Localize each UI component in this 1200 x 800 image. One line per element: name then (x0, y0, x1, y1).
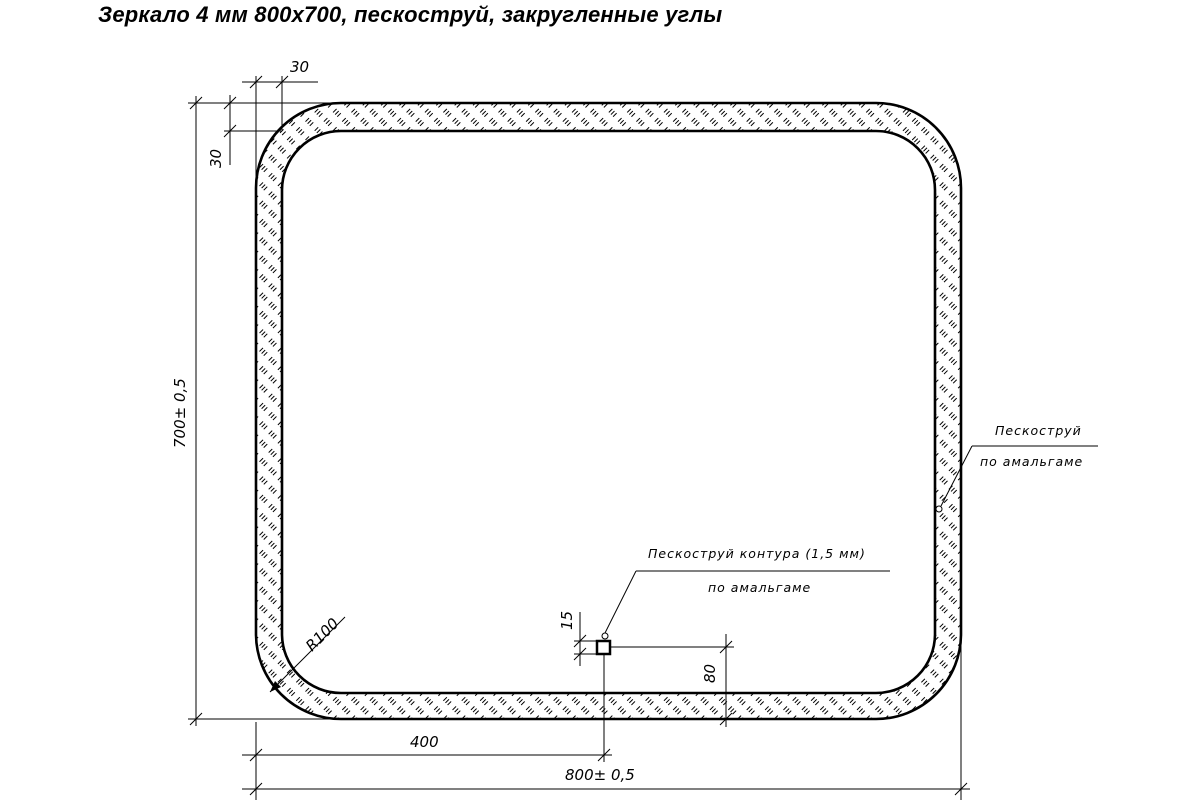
mark-height-dimension: 80 (610, 634, 734, 727)
half-width-dimension: 400 (242, 655, 612, 800)
left-offset-dimension: 30 (188, 95, 338, 168)
contour-mark (595, 632, 612, 656)
height-label: 700± 0,5 (171, 378, 189, 448)
contour-note-line1: Пескоструй контура (1,5 мм) (648, 546, 866, 561)
border-note-line2: по амальгаме (980, 454, 1083, 469)
half-width-label: 400 (410, 733, 439, 751)
border-note: Пескоструй по амальгаме (935, 423, 1098, 513)
radius-label: R100 (302, 614, 342, 654)
mark-size-label: 15 (558, 611, 576, 630)
width-label: 800± 0,5 (565, 766, 635, 784)
mark-size-dimension: 15 (558, 611, 597, 666)
drawing-title: Зеркало 4 мм 800х700, пескоструй, закруг… (98, 2, 723, 27)
contour-mark-square (595, 639, 612, 656)
contour-note: Пескоструй контура (1,5 мм) по амальгаме (604, 546, 890, 634)
contour-note-line2: по амальгаме (708, 580, 811, 595)
width-dimension: 800± 0,5 (242, 640, 970, 800)
border-note-line1: Пескоструй (995, 423, 1082, 438)
mark-height-label: 80 (701, 664, 719, 683)
mirror-inner-outline (280, 129, 937, 695)
mirror-outline (254, 101, 963, 721)
top-offset-label: 30 (290, 58, 309, 76)
height-dimension: 700± 0,5 (171, 96, 340, 726)
left-offset-label: 30 (207, 149, 225, 168)
